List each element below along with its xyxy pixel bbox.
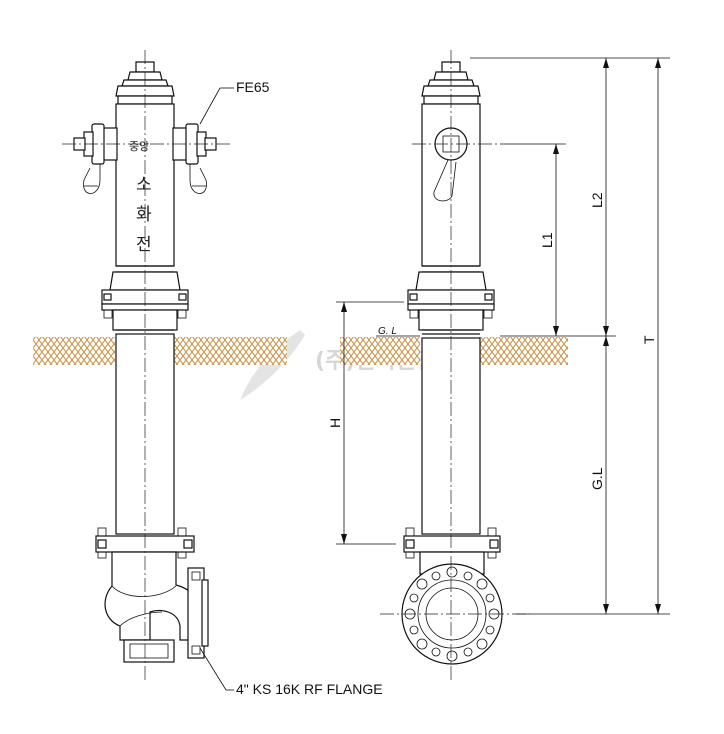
soil-right-a <box>340 337 420 365</box>
outlet-left <box>73 123 118 194</box>
dimensions: L1 L2 G.L T H G. L <box>327 57 670 615</box>
dim-h: H <box>327 418 343 428</box>
dim-l2: L2 <box>589 192 605 208</box>
label-fe65: FE65 <box>199 79 270 125</box>
dim-l1: L1 <box>539 232 555 248</box>
body-char-2: 화 <box>136 205 152 225</box>
maker-text: 중앙 <box>129 140 149 153</box>
outlet-right <box>172 123 217 194</box>
ground-line-label: G. L <box>378 326 397 337</box>
soil-right-b <box>478 337 568 365</box>
label-flange: 4" KS 16K RF FLANGE <box>199 647 383 697</box>
front-view: 중앙 소 화 전 <box>33 50 287 680</box>
body-char-3: 전 <box>136 235 152 255</box>
soil-left-a <box>33 337 115 365</box>
dim-t: T <box>641 335 657 344</box>
side-view <box>340 50 568 680</box>
flange-bolt-holes <box>404 566 500 662</box>
dim-gl: G.L <box>589 467 605 490</box>
flange-label: 4" KS 16K RF FLANGE <box>236 681 383 697</box>
body-char-1: 소 <box>136 175 152 195</box>
soil-left-b <box>172 337 287 365</box>
fe65-label: FE65 <box>236 79 270 95</box>
